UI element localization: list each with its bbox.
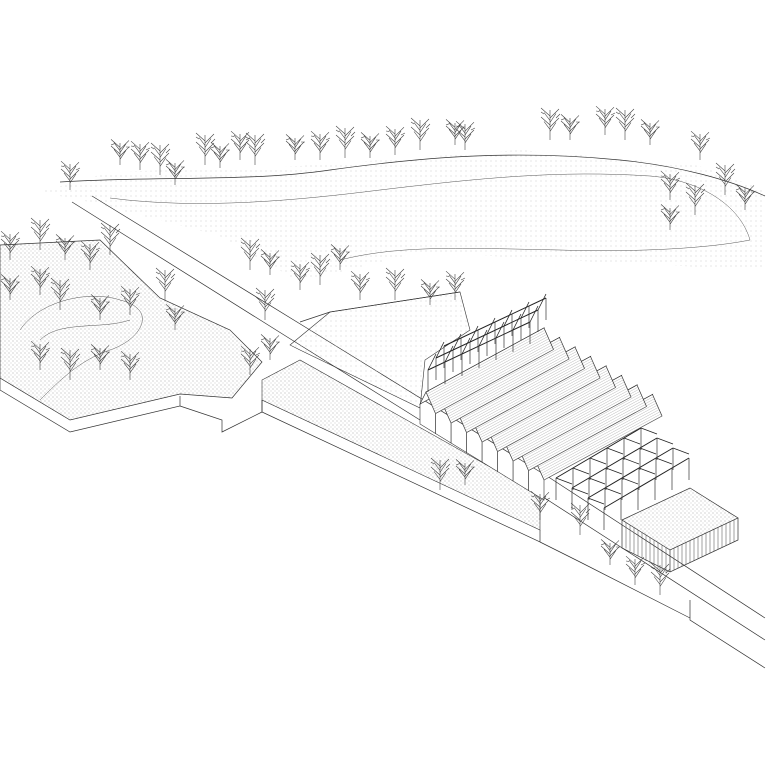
tree <box>410 117 431 150</box>
tree <box>155 267 176 300</box>
tree <box>130 140 151 170</box>
tree <box>240 345 261 375</box>
tree <box>120 350 141 380</box>
tree <box>445 119 465 145</box>
tree <box>350 270 371 300</box>
tree <box>650 562 671 595</box>
tree <box>230 130 251 160</box>
tree <box>715 162 736 195</box>
central-lawn <box>289 291 471 409</box>
tree <box>165 304 185 330</box>
tree <box>660 204 680 230</box>
tree <box>245 132 266 165</box>
tree <box>310 252 331 285</box>
tree <box>60 347 81 380</box>
pergola <box>427 293 547 392</box>
tree <box>625 555 646 585</box>
tree <box>210 142 230 168</box>
tree <box>260 249 280 275</box>
tree <box>560 114 580 140</box>
sawtooth-greenhouse <box>419 327 663 501</box>
tree <box>445 270 466 300</box>
glass-pavilion <box>621 487 739 574</box>
tree <box>150 142 171 175</box>
tree <box>455 459 475 485</box>
tree <box>540 107 561 140</box>
tree <box>0 274 20 300</box>
tree <box>290 260 311 290</box>
tree <box>90 294 110 320</box>
left-garden-block <box>0 239 263 433</box>
pergola-structures <box>427 293 690 530</box>
tree <box>530 490 551 520</box>
tree <box>420 279 440 305</box>
tree <box>195 132 216 165</box>
tree <box>30 265 51 295</box>
tree <box>255 287 276 320</box>
tree <box>360 132 380 158</box>
tree <box>600 539 620 565</box>
tree <box>640 119 660 145</box>
tree <box>335 125 356 158</box>
pergola <box>555 427 690 530</box>
lower-field <box>261 359 691 619</box>
tree <box>100 222 121 255</box>
tree <box>595 105 616 135</box>
tree <box>385 125 406 155</box>
trees <box>0 105 755 595</box>
tree <box>0 230 21 260</box>
upper-park <box>40 150 766 282</box>
tree <box>30 340 51 370</box>
tree <box>430 457 451 490</box>
tree <box>285 134 305 160</box>
tree <box>165 159 185 185</box>
roof-bay <box>419 327 554 435</box>
tree <box>310 130 331 160</box>
tree <box>120 285 141 315</box>
tree <box>660 170 681 200</box>
tree <box>80 240 101 270</box>
tree <box>30 217 51 250</box>
tree <box>240 237 261 270</box>
tree <box>735 184 755 210</box>
tree <box>615 107 636 140</box>
tree <box>685 182 706 215</box>
tree <box>90 344 110 370</box>
tree <box>50 277 71 310</box>
tree <box>110 139 130 165</box>
tree <box>570 502 591 535</box>
tree <box>260 334 280 360</box>
tree <box>385 267 406 300</box>
tree <box>690 130 711 160</box>
tree <box>55 234 75 260</box>
tree <box>330 244 350 270</box>
tree <box>455 120 476 150</box>
tree <box>60 160 81 190</box>
